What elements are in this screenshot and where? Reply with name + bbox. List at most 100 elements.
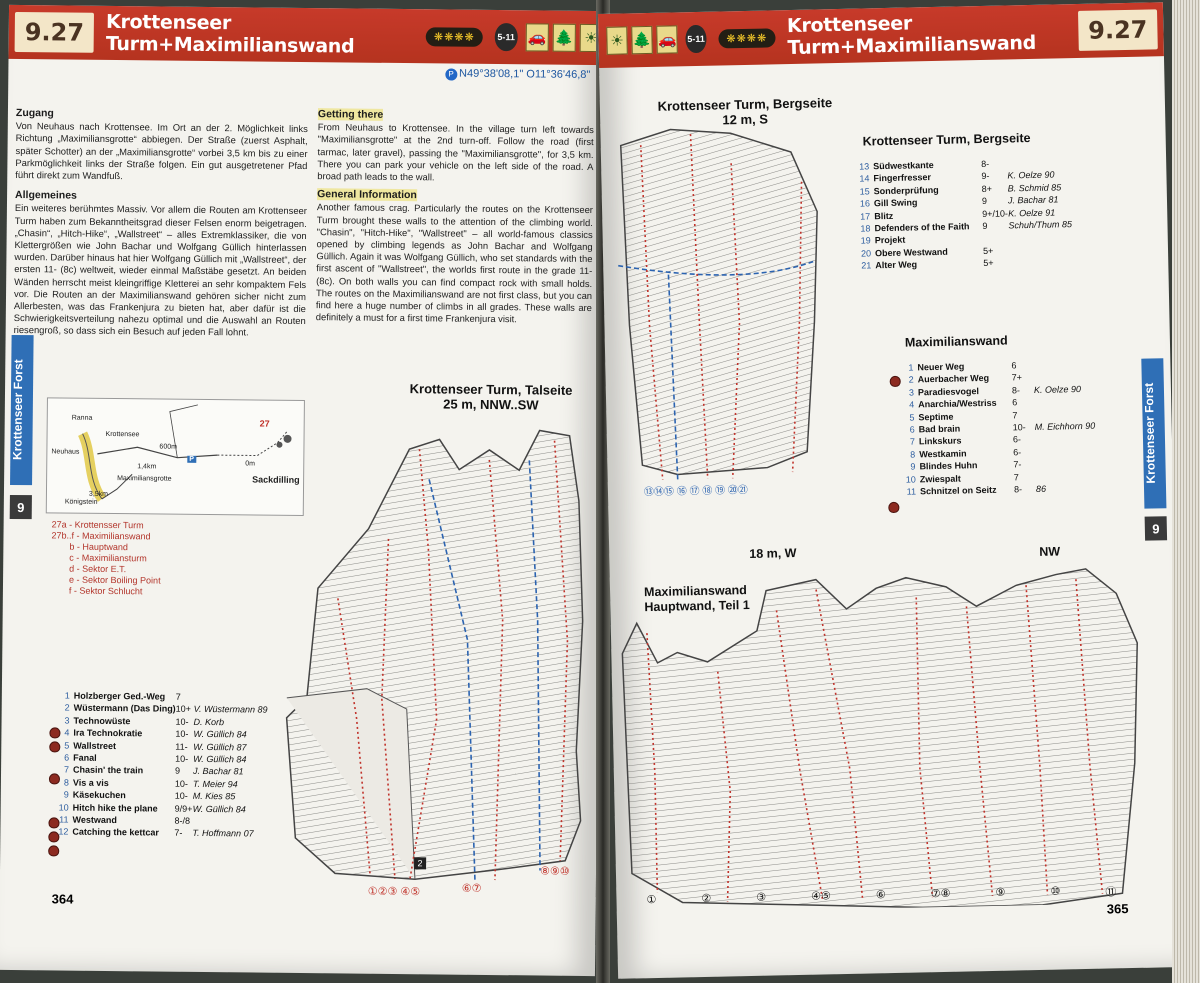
route-grade: 6: [1012, 397, 1018, 408]
sun-icon: ☀: [606, 26, 628, 55]
route-number: 8: [910, 449, 916, 460]
page-number-left: 364: [51, 891, 74, 907]
german-text-column: Zugang Von Neuhaus nach Krottensee. Im O…: [14, 103, 308, 340]
route-first-ascent: K. Oelze 90: [1007, 169, 1055, 181]
recommended-strawberry-icon: [49, 727, 61, 739]
recommended-strawberry-icon: [48, 817, 60, 829]
car-icon: 🚗: [525, 23, 549, 52]
route-number: 2: [908, 374, 914, 386]
route-number: 13: [859, 161, 870, 172]
route-first-ascent: J. Bachar 81: [193, 766, 244, 777]
route-number: 14: [859, 173, 870, 184]
right-header: ☀ 🌲 🚗 5-11 ❋❋❋❋ Krottenseer Turm+Maximil…: [597, 2, 1164, 69]
route-number: 10: [58, 802, 69, 813]
recommended-strawberry-icon: [49, 741, 61, 753]
region-side-tab: Krottenseer Forst: [1141, 358, 1167, 509]
route-name: Technowüste: [73, 715, 131, 727]
route-first-ascent: T. Hoffmann 07: [192, 828, 254, 839]
route-grade: 9: [981, 196, 988, 207]
map-crag-number: 27: [259, 418, 270, 429]
route-name: Bad brain: [918, 423, 961, 435]
route-grade: 10-: [1012, 422, 1026, 433]
route-name: Alter Weg: [875, 259, 918, 271]
route-name: Projekt: [874, 235, 906, 246]
route-grade: 8-: [981, 158, 990, 170]
route-grade: 8+: [981, 183, 993, 194]
region-number-tab: 9: [1144, 516, 1168, 541]
route-first-ascent: K. Oelze 91: [1008, 207, 1056, 219]
route-number: 17: [860, 210, 871, 222]
grade-range-badge: 5-11: [685, 24, 707, 54]
route-number-circles: ⑬⑭⑮ ⑯ ⑰ ⑱ ⑲ ⑳㉑: [643, 484, 748, 499]
route-number: 6: [64, 752, 70, 763]
route-name: Gill Swing: [873, 197, 918, 209]
route-name: Zwiespalt: [919, 473, 961, 485]
route-number: 21: [861, 260, 872, 271]
route-first-ascent: D. Korb: [193, 716, 225, 728]
grade-range-badge: 5-11: [494, 22, 518, 52]
route-number: 7: [63, 764, 70, 776]
car-icon: 🚗: [656, 25, 679, 54]
route-name: Chasin' the train: [73, 765, 144, 776]
map-krottensee: Krottensee: [105, 430, 140, 439]
route-grade: 10-: [175, 753, 189, 764]
page-edges: [1172, 0, 1200, 983]
route-number: 9: [63, 789, 69, 800]
map-parking: P: [187, 455, 197, 463]
route-number: 10: [905, 474, 916, 485]
route-grade: 7: [1013, 471, 1019, 483]
route-name: Septime: [918, 411, 954, 423]
left-page: 9.27 Krottenseer Turm+Maximilianswand ❋❋…: [0, 4, 606, 977]
route-grade: 6-: [1012, 434, 1022, 445]
route-grade: 8-: [1013, 484, 1023, 495]
recommended-strawberry-icon: [889, 375, 901, 387]
star-rating: ❋❋❋❋: [425, 26, 483, 47]
page-number-right: 365: [1106, 901, 1129, 917]
getting-there-text: From Neuhaus to Krottensee. In the villa…: [317, 121, 594, 183]
route-first-ascent: B. Schmid 85: [1007, 182, 1062, 194]
route-grade: 5+: [982, 245, 994, 256]
route-first-ascent: W. Güllich 84: [193, 753, 247, 765]
route-name: Schnitzel on Seitz: [919, 484, 997, 497]
route-grade: 11-: [175, 741, 188, 752]
route-first-ascent: 86: [1035, 483, 1047, 495]
route-grade: 8-/8: [174, 815, 191, 826]
route-grade: 7-: [174, 828, 183, 839]
crag-title: Krottenseer Turm+Maximilianswand: [105, 10, 355, 58]
route-grade: 7+: [1011, 372, 1023, 383]
parking-icon: P: [444, 68, 458, 81]
recommended-strawberry-icon: [48, 845, 60, 857]
route-name: Wüstermann (Das Ding): [73, 703, 176, 715]
route-number: 4: [909, 399, 915, 410]
list-title-bergseite: Krottenseer Turm, Bergseite: [862, 130, 1031, 149]
region-side-tab: Krottenseer Forst: [10, 334, 34, 486]
region-number-tab: 9: [9, 494, 32, 520]
route-name: Fingerfresser: [873, 172, 932, 184]
route-grade: 6: [1011, 360, 1017, 371]
route-number: 15: [859, 186, 870, 197]
route-name: Westwand: [72, 814, 117, 826]
topo-drawing-maximilianswand: [621, 568, 1138, 909]
route-grade: 10-: [174, 790, 188, 802]
english-text-column: Getting there From Neuhaus to Krottensee…: [316, 104, 594, 326]
map-distance-2: 3,5km: [88, 490, 109, 498]
topo2-direction-left: 18 m, W: [749, 545, 797, 561]
route-number-circles: ①②③ ④⑤: [367, 885, 421, 899]
route-name: Vis a vis: [72, 777, 109, 788]
route-name: Ira Technokratie: [73, 727, 143, 739]
route-number-circles: ⑥⑦: [461, 882, 482, 895]
route-number: 1: [64, 690, 70, 701]
route-number: 7: [909, 436, 916, 448]
route-grade: 7-: [1013, 459, 1022, 470]
route-name: Wallstreet: [73, 740, 117, 751]
route-first-ascent: V. Wüstermann 89: [193, 704, 268, 716]
route-number: 11: [906, 486, 917, 497]
route-first-ascent: T. Meier 94: [192, 778, 238, 790]
topo-sector-marker: 2: [414, 857, 427, 870]
